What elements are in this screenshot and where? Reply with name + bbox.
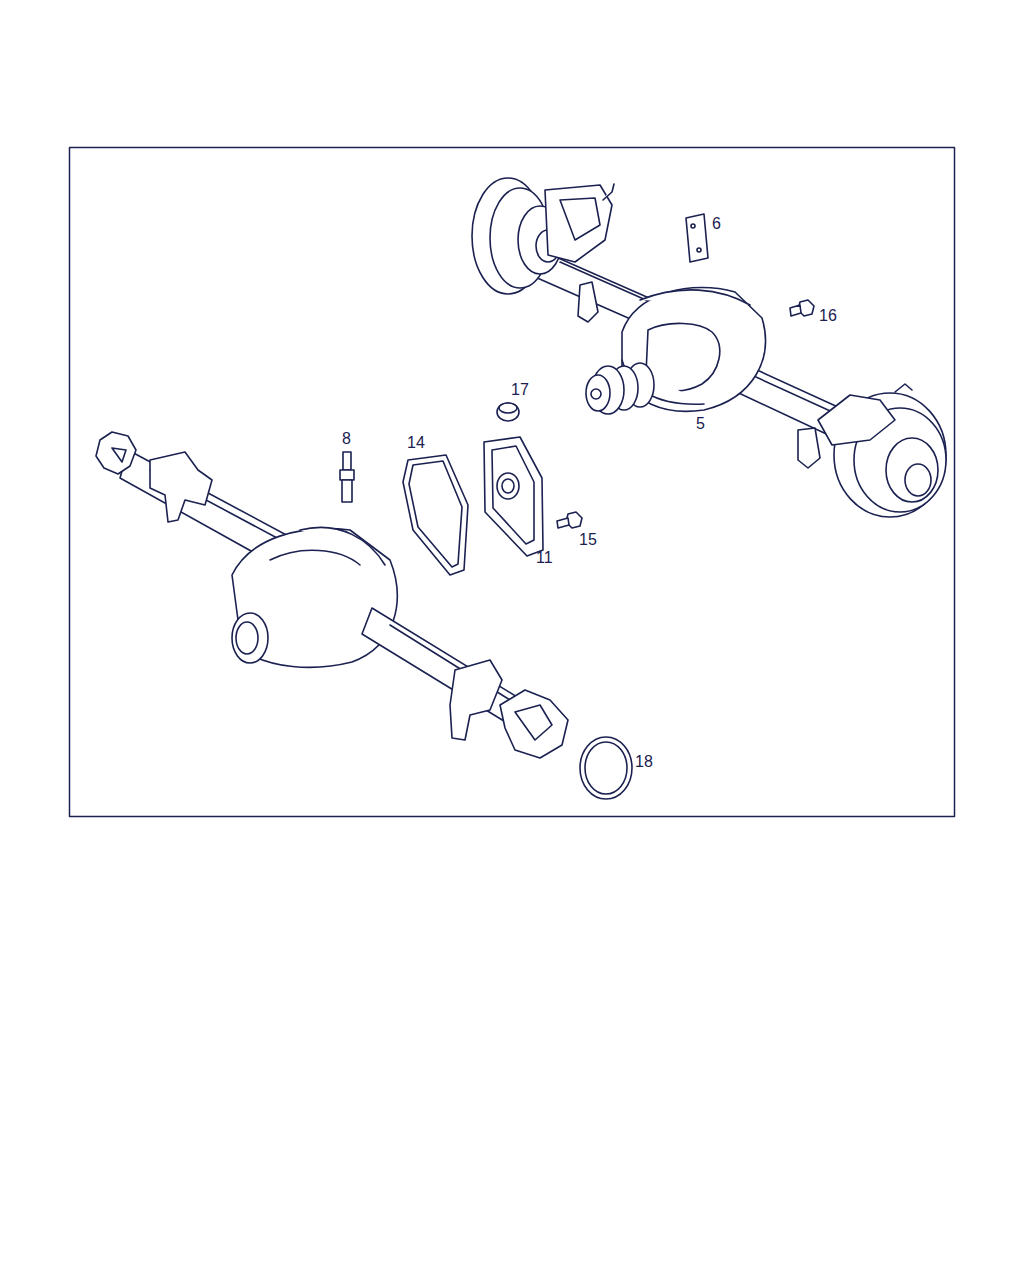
callout-number: 17 xyxy=(511,381,529,399)
callout-number: 11 xyxy=(536,549,553,567)
gasket-part xyxy=(403,455,468,575)
breather-part xyxy=(340,452,354,502)
callout-number: 14 xyxy=(407,434,425,452)
lower-axle xyxy=(96,432,568,758)
frame xyxy=(70,148,955,817)
plug-part xyxy=(497,403,519,421)
ring-part xyxy=(580,737,632,799)
callout-number: 8 xyxy=(342,430,351,448)
callout-number: 5 xyxy=(696,415,705,433)
bolt-part xyxy=(557,512,582,528)
upper-axle xyxy=(472,178,946,517)
bolt-part xyxy=(790,300,814,316)
plate-hole xyxy=(691,224,695,228)
plate-hole xyxy=(697,248,701,252)
callout-number: 18 xyxy=(635,753,653,771)
callout-number: 15 xyxy=(579,531,597,549)
callout-number: 16 xyxy=(819,307,837,325)
plate-part xyxy=(686,214,708,262)
callout-number: 6 xyxy=(712,215,721,233)
cover-part xyxy=(484,437,543,556)
